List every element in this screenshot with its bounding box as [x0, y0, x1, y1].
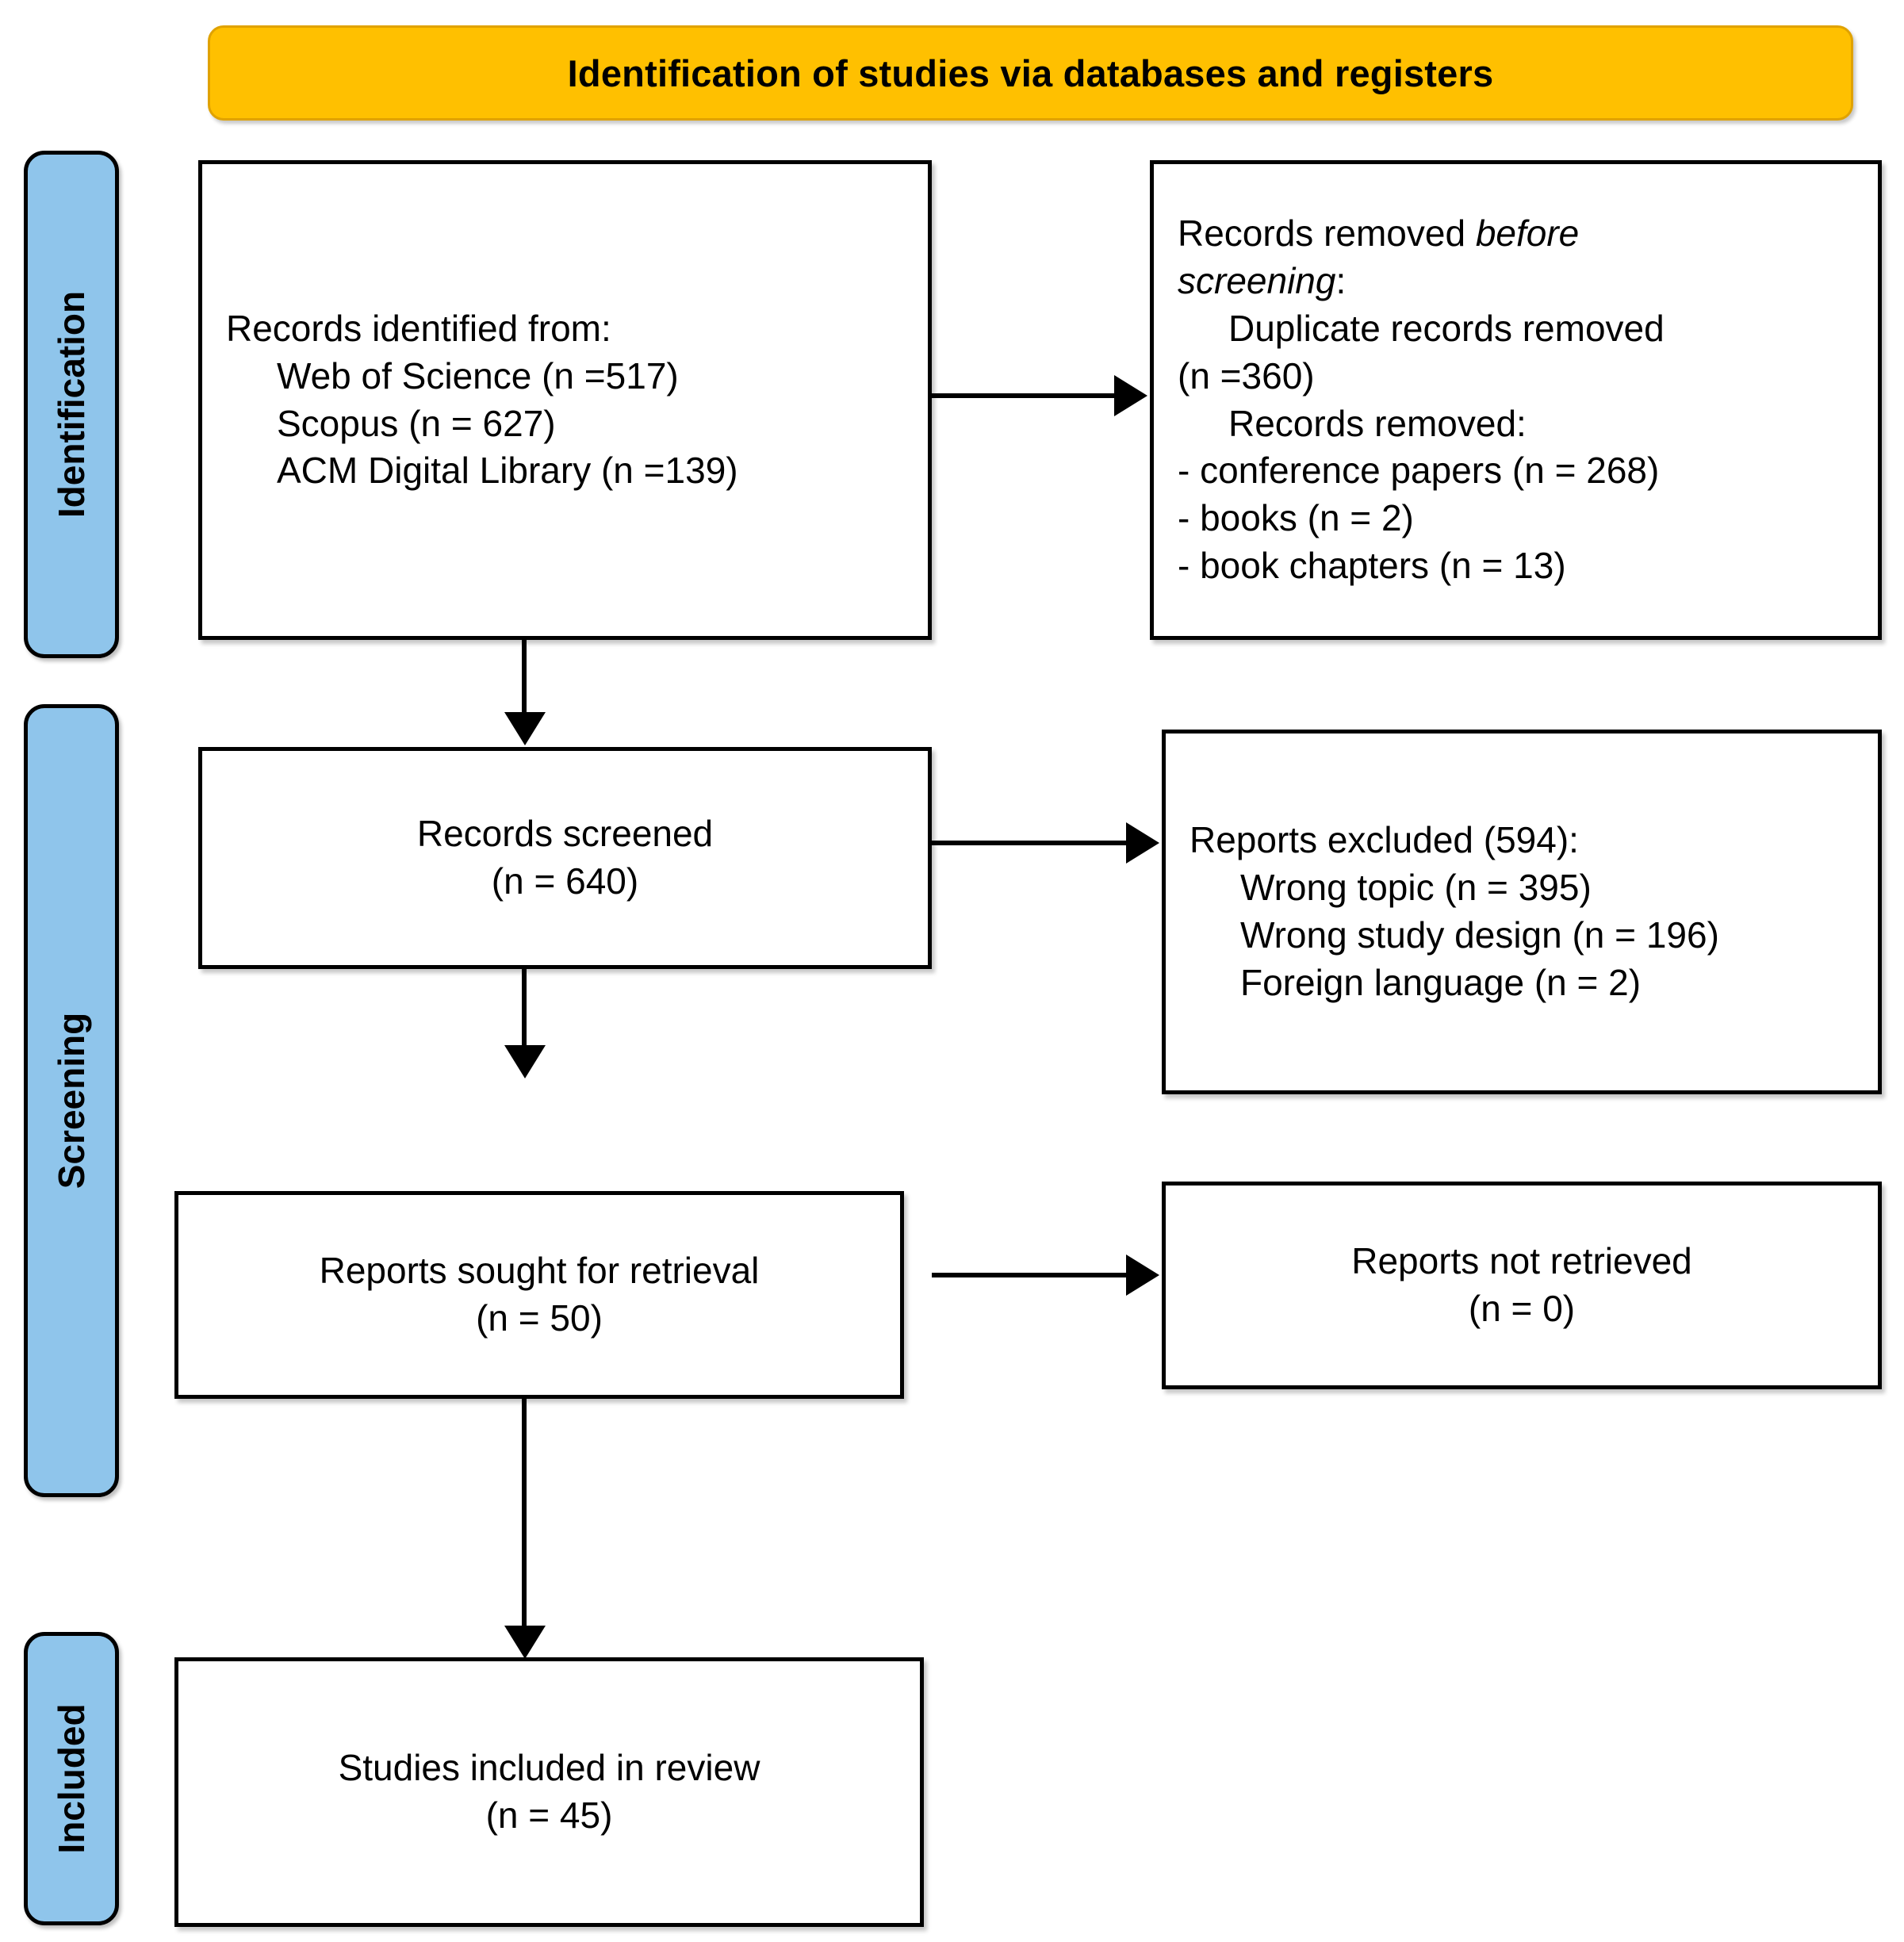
line-studies-included-label: Studies included in review	[338, 1747, 760, 1789]
box-reports-sought: Reports sought for retrieval (n = 50)	[174, 1191, 904, 1399]
box-records-screened-text: Records screened (n = 640)	[202, 810, 928, 906]
arrowhead-identified-to-screened	[504, 712, 546, 745]
line-studies-included-n: (n = 45)	[485, 1795, 613, 1836]
arrowhead-screened-to-excluded	[1126, 822, 1159, 864]
line-duplicate-records-removed: Duplicate records removed	[1228, 307, 1665, 349]
box-records-identified: Records identified from: Web of Science …	[198, 160, 932, 640]
line-screening-italic: screening:	[1178, 258, 1854, 305]
box-records-screened: Records screened (n = 640)	[198, 747, 932, 969]
box-records-identified-text: Records identified from: Web of Science …	[202, 305, 928, 495]
line-reports-sought-n: (n = 50)	[476, 1297, 603, 1339]
diagram-header-banner: Identification of studies via databases …	[208, 25, 1853, 121]
box-records-removed-text: Records removed before screening: Duplic…	[1154, 210, 1878, 589]
box-reports-excluded: Reports excluded (594): Wrong topic (n =…	[1162, 730, 1882, 1094]
phase-label-included: Included	[51, 1703, 92, 1854]
line-records-removed-italic-before: before	[1475, 213, 1580, 255]
phase-label-screening: Screening	[51, 1012, 92, 1189]
line-reports-not-retrieved-n: (n = 0)	[1468, 1288, 1576, 1329]
arrowhead-sought-to-not-retrieved	[1126, 1254, 1159, 1296]
box-reports-not-retrieved-text: Reports not retrieved (n = 0)	[1166, 1238, 1878, 1333]
phase-tab-included: Included	[24, 1632, 119, 1925]
box-reports-sought-text: Reports sought for retrieval (n = 50)	[178, 1247, 900, 1343]
line-records-identified-from: Records identified from:	[226, 307, 611, 349]
line-reports-sought-label: Reports sought for retrieval	[319, 1250, 760, 1292]
line-web-of-science: Web of Science (n =517)	[277, 354, 679, 396]
connector-identified-to-screened	[522, 640, 527, 715]
box-studies-included-text: Studies included in review (n = 45)	[178, 1745, 920, 1840]
line-wrong-topic: Wrong topic (n = 395)	[1240, 867, 1592, 909]
box-studies-included: Studies included in review (n = 45)	[174, 1657, 924, 1927]
line-reports-excluded-total: Reports excluded (594):	[1190, 819, 1579, 861]
line-screening-word: screening	[1178, 260, 1336, 302]
line-records-removed-before: Records removed before	[1178, 210, 1854, 258]
line-records-screened-label: Records screened	[416, 813, 714, 855]
line-conference-papers: - conference papers (n = 268)	[1178, 450, 1660, 492]
arrowhead-sought-to-included	[504, 1626, 546, 1659]
phase-tab-screening: Screening	[24, 704, 119, 1497]
line-acm-digital-library: ACM Digital Library (n =139)	[277, 450, 738, 492]
line-book-chapters: - book chapters (n = 13)	[1178, 544, 1566, 586]
line-scopus: Scopus (n = 627)	[277, 402, 556, 444]
connector-screened-to-sought	[522, 969, 527, 1048]
line-records-screened-n: (n = 640)	[491, 860, 639, 902]
line-books: - books (n = 2)	[1178, 497, 1414, 539]
arrowhead-screened-to-sought	[504, 1045, 546, 1078]
phase-tab-identification: Identification	[24, 151, 119, 658]
box-records-removed: Records removed before screening: Duplic…	[1150, 160, 1882, 640]
line-reports-not-retrieved-label: Reports not retrieved	[1351, 1240, 1692, 1282]
line-records-removed-plain: Records removed	[1178, 213, 1476, 255]
connector-identified-to-removed	[932, 393, 1116, 398]
line-records-removed-label: Records removed:	[1228, 402, 1527, 444]
line-foreign-language: Foreign language (n = 2)	[1240, 961, 1642, 1003]
box-reports-not-retrieved: Reports not retrieved (n = 0)	[1162, 1182, 1882, 1389]
banner-title: Identification of studies via databases …	[567, 52, 1494, 94]
phase-label-identification: Identification	[51, 290, 92, 519]
connector-sought-to-not-retrieved	[932, 1273, 1128, 1277]
connector-screened-to-excluded	[932, 841, 1128, 845]
line-wrong-study-design: Wrong study design (n = 196)	[1240, 914, 1719, 956]
arrowhead-identified-to-removed	[1114, 375, 1147, 416]
connector-sought-to-included	[522, 1399, 527, 1629]
line-screening-colon: :	[1335, 260, 1347, 302]
line-duplicate-n: (n =360)	[1178, 354, 1315, 396]
box-reports-excluded-text: Reports excluded (594): Wrong topic (n =…	[1166, 817, 1878, 1006]
